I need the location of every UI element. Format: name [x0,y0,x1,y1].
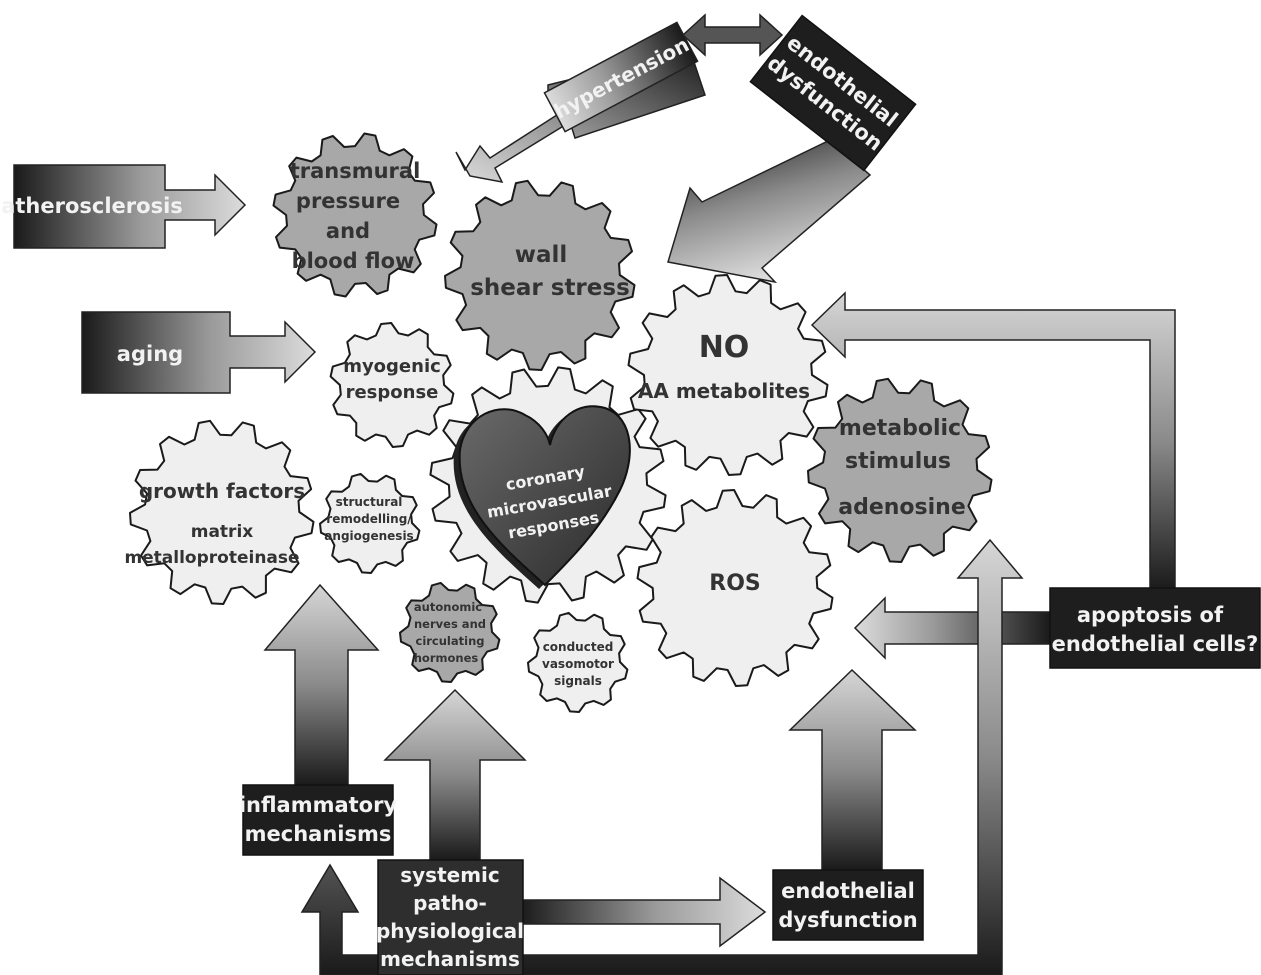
bottom-loop-arrow [300,538,1024,975]
conducted-line3: signals [554,674,602,688]
inflammatory-arrow [263,583,380,786]
metabolic-line3: adenosine [838,495,966,520]
atherosclerosis-arrow [13,164,247,249]
gear-autonomic [399,581,501,683]
heart-icon [453,405,631,589]
ros-label: ROS [709,571,761,596]
inflammatory-line2: mechanisms [245,822,392,846]
growth-line3: metalloproteinase [124,548,299,568]
double-arrow [681,13,784,57]
endothelial-top-box [749,14,917,172]
inflammatory-box [242,784,394,856]
wall-line1: wall [515,242,568,268]
no-line2: AA metabolites [638,379,810,403]
metabolic-line2: stimulus [845,449,951,474]
transmural-line3: and [326,219,370,243]
transmural-line2: pressure [296,189,400,213]
growth-line1: growth factors [139,479,305,503]
gear-structural [319,472,421,574]
transmural-line1: transmural [290,159,421,183]
apoptosis-line2: endothelial cells? [1052,632,1259,656]
gear-no [627,274,829,476]
metabolic-line1: metabolic [839,416,961,441]
structural-line3: angiogenesis [324,529,413,543]
endothelial-bottom-line1: endothelial [781,879,915,903]
conducted-line2: vasomotor [542,657,614,671]
systemic-to-endothelial-arrow [519,876,767,948]
systemic-line2: patho- [413,891,487,915]
autonomic-line4: hormones [414,651,479,665]
endothelial-to-ros-arrow [788,668,917,871]
growth-line2: matrix [191,522,254,542]
gear-ros [636,489,834,687]
systemic-box [377,859,524,975]
systemic-up-arrow [383,688,527,861]
apoptosis-to-no-arrow [810,291,1176,591]
gear-growth [129,419,315,605]
autonomic-line2: nerves and [414,617,486,631]
gear-myogenic [329,322,455,448]
endothelial-bottom-box [772,869,924,941]
wall-line2: shear stress [470,275,630,301]
autonomic-line3: circulating [416,634,485,648]
transmural-line4: blood flow [292,249,415,273]
heart-shape [458,405,631,587]
inflammatory-line1: inflammatory [239,793,398,817]
gear-conducted [527,611,629,713]
apoptosis-to-ros-arrow [853,596,1051,660]
structural-line2: remodelling/ [326,512,412,526]
apoptosis-box [1049,587,1261,669]
gear-transmural [272,132,438,298]
no-line1: NO [699,330,750,365]
autonomic-line1: autonomic [414,600,482,614]
gear-wall [444,179,636,371]
structural-line1: structural [336,495,403,509]
systemic-line1: systemic [400,863,500,887]
endothelial-to-no-arrow [667,139,872,284]
conducted-line1: conducted [543,640,614,654]
aging-arrow [81,311,317,394]
hypertension-box [0,0,1,1]
systemic-line3: physiological [376,919,524,943]
aging-label: aging [117,342,183,366]
gear-metabolic [807,377,993,563]
myogenic-line1: myogenic [343,356,441,377]
apoptosis-line1: apoptosis of [1077,603,1224,627]
myogenic-line2: response [346,382,439,403]
endothelial-bottom-line2: dysfunction [778,908,917,932]
systemic-line4: mechanisms [380,947,520,971]
hypertension-label-box [543,21,699,133]
atherosclerosis-label: atherosclerosis [1,194,183,218]
